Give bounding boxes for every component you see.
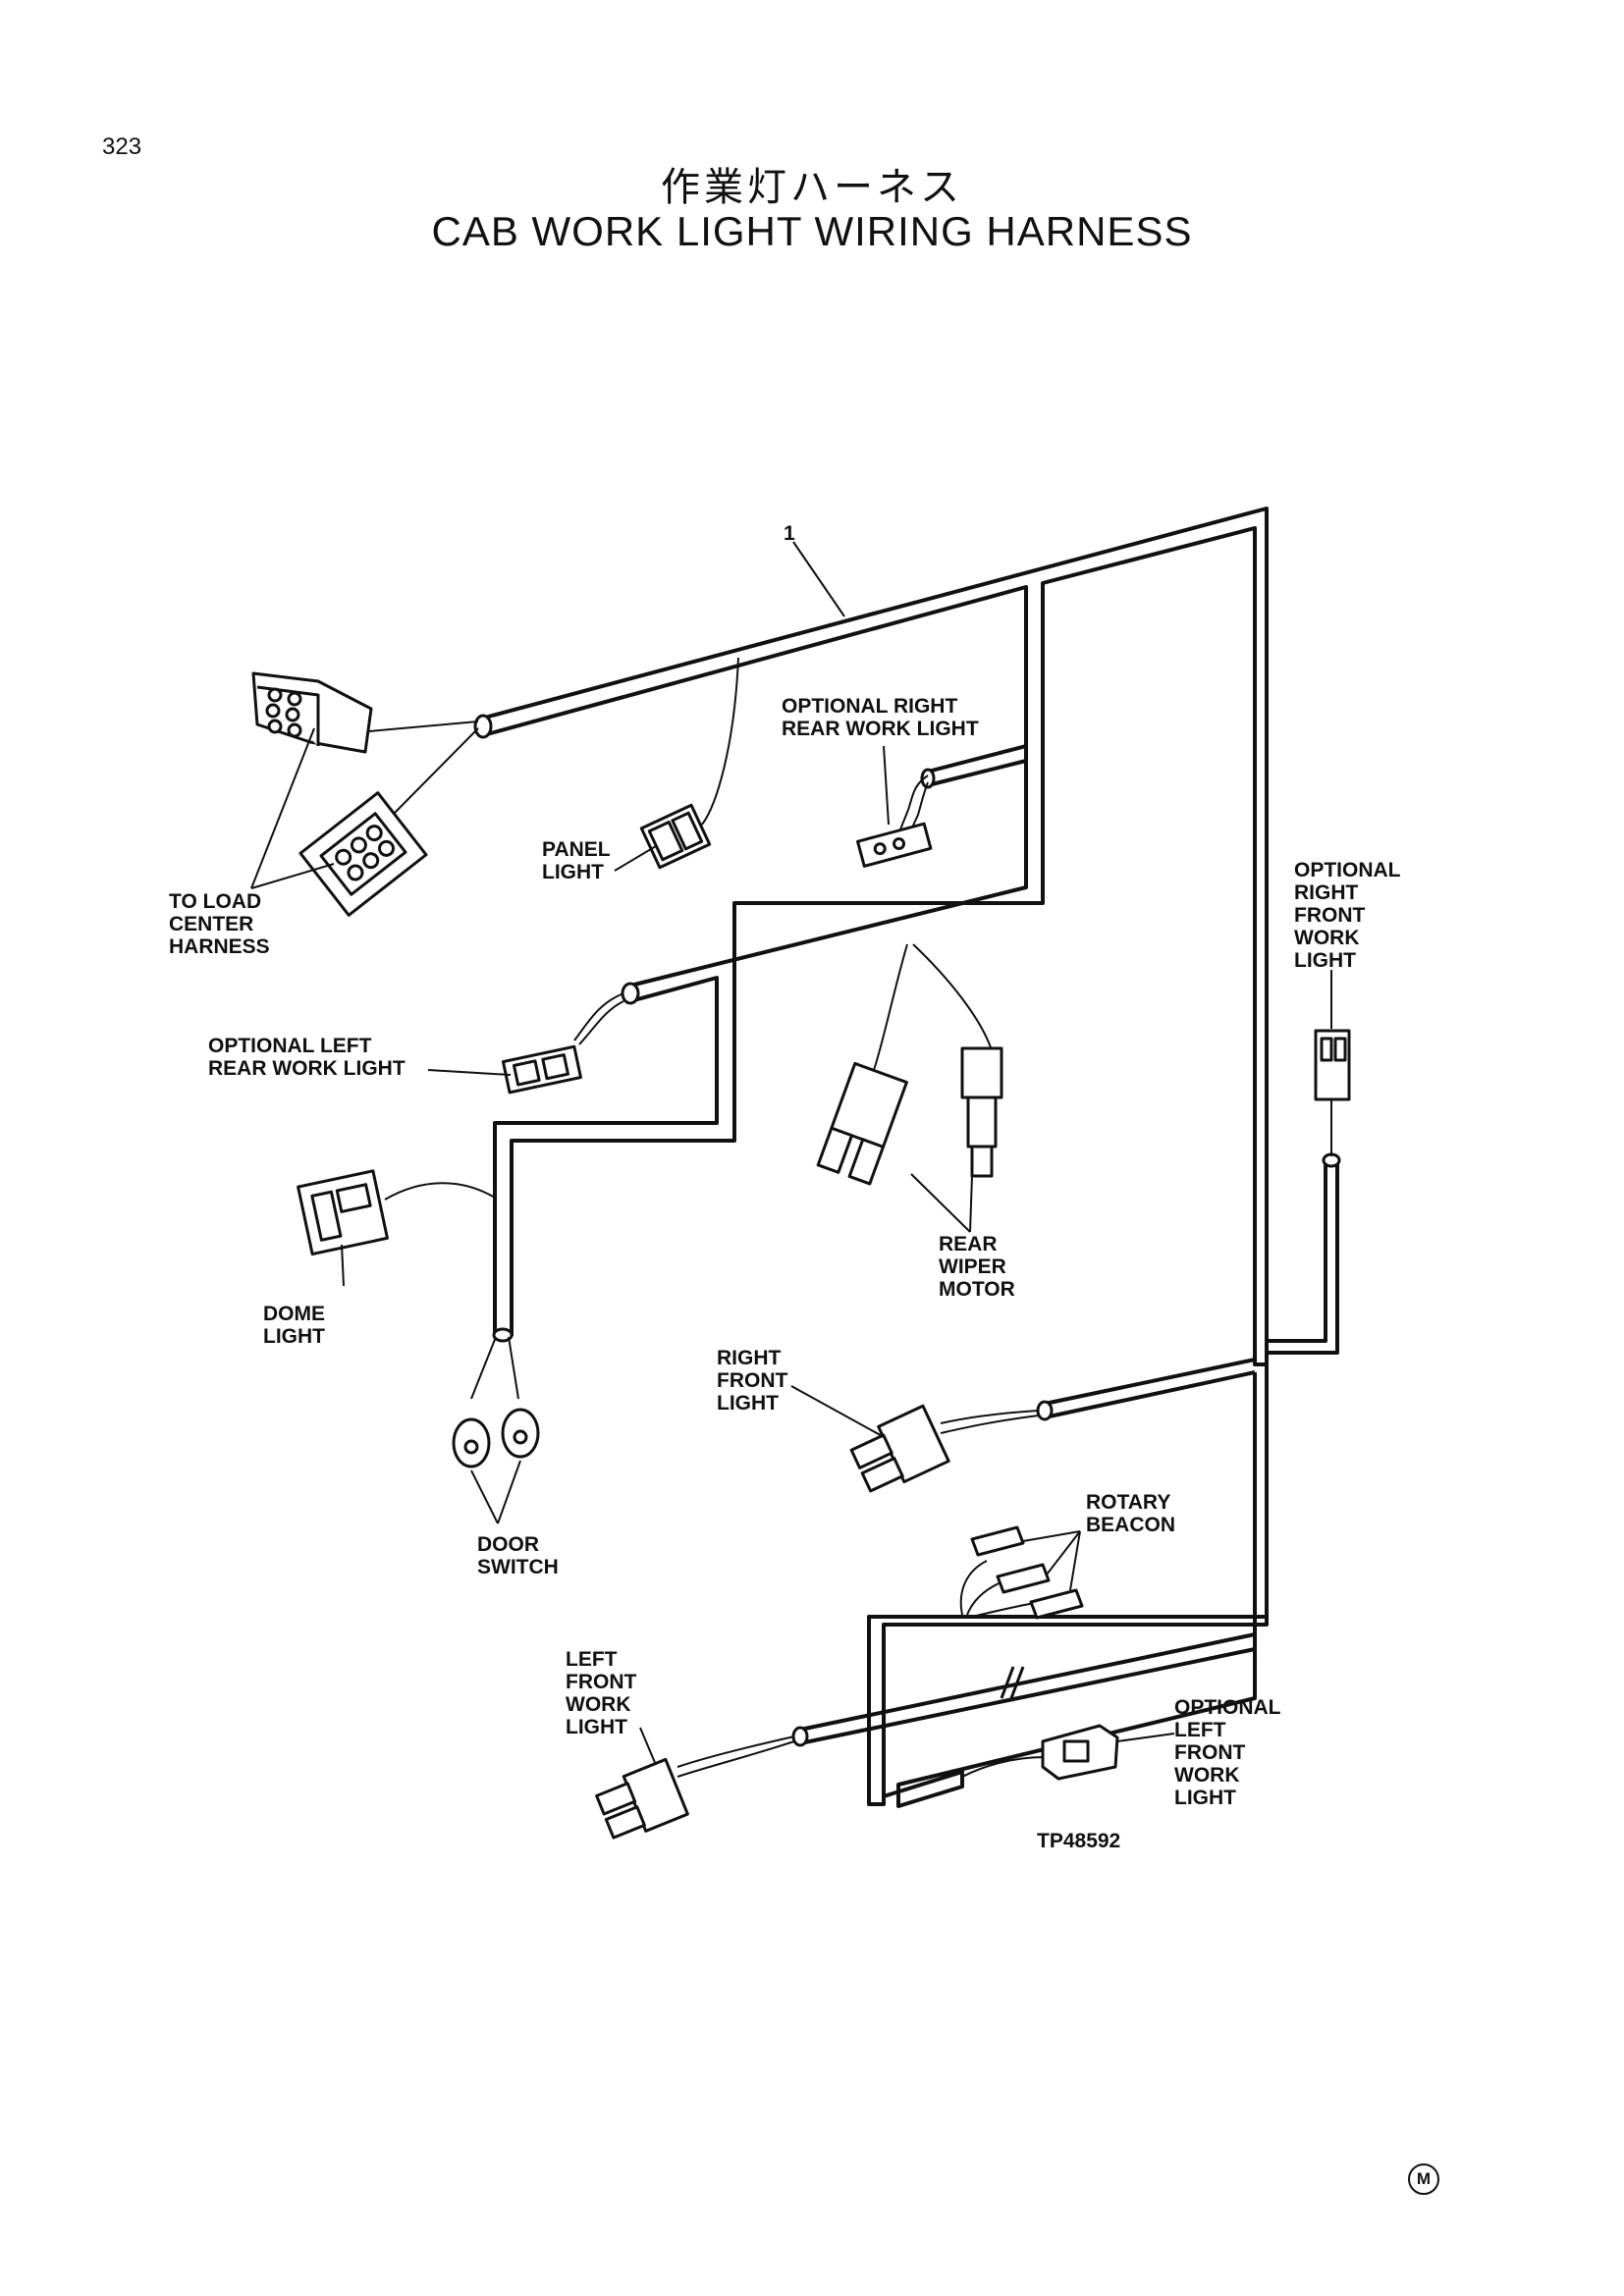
wiper-connector-right bbox=[960, 1046, 1003, 1178]
rf-work-label-3: FRONT bbox=[1294, 904, 1365, 927]
lf-work-label-3: WORK bbox=[566, 1693, 631, 1716]
beacon-label-1: ROTARY bbox=[1086, 1491, 1170, 1514]
right-front-light-connector bbox=[849, 1404, 950, 1493]
dome-light-label-1: DOME bbox=[263, 1303, 325, 1325]
wiper-connector-left bbox=[816, 1061, 908, 1186]
right-front-work-connector bbox=[1314, 1029, 1351, 1101]
rf-light-label-2: FRONT bbox=[717, 1369, 787, 1392]
olf-work-label-5: LIGHT bbox=[1174, 1787, 1236, 1809]
load-center-label-1: TO LOAD bbox=[169, 890, 261, 913]
harness-sleeves bbox=[473, 714, 1341, 1747]
lf-work-label-1: LEFT bbox=[566, 1648, 618, 1671]
rf-work-label-1: OPTIONAL bbox=[1294, 859, 1401, 881]
dome-light-connector bbox=[297, 1169, 389, 1256]
load-center-plug-1 bbox=[251, 671, 373, 754]
rf-work-label-4: WORK bbox=[1294, 927, 1360, 949]
rf-light-label-3: LIGHT bbox=[717, 1392, 779, 1415]
wiper-label-2: WIPER bbox=[939, 1255, 1006, 1278]
dome-light-label-2: LIGHT bbox=[263, 1325, 325, 1348]
leader-lines bbox=[250, 541, 1332, 1766]
olf-work-label-4: WORK bbox=[1174, 1764, 1240, 1787]
panel-light-label-2: LIGHT bbox=[542, 861, 604, 883]
wiper-label-1: REAR bbox=[939, 1233, 998, 1255]
door-switch-label-2: SWITCH bbox=[477, 1556, 559, 1578]
right-rear-label-1: OPTIONAL RIGHT bbox=[782, 695, 957, 718]
rf-work-label-5: LIGHT bbox=[1294, 949, 1356, 972]
panel-light-connector bbox=[639, 803, 712, 870]
load-center-plug-2 bbox=[298, 791, 428, 917]
m-symbol-icon: M bbox=[1408, 2163, 1439, 2195]
door-switch-label-1: DOOR bbox=[477, 1533, 539, 1556]
left-rear-label-2: REAR WORK LIGHT bbox=[208, 1057, 406, 1080]
panel-light-label-1: PANEL bbox=[542, 838, 611, 861]
right-rear-connector bbox=[856, 822, 933, 868]
left-front-work-connector bbox=[595, 1757, 689, 1840]
page-number: 323 bbox=[102, 133, 142, 160]
rotary-beacon-terminals bbox=[970, 1525, 1084, 1620]
left-rear-label-1: OPTIONAL LEFT bbox=[208, 1035, 372, 1057]
wiper-label-3: MOTOR bbox=[939, 1278, 1015, 1301]
connectors bbox=[251, 671, 1351, 1840]
beacon-label-2: BEACON bbox=[1086, 1514, 1175, 1536]
left-rear-connector bbox=[501, 1044, 582, 1095]
rf-work-label-2: RIGHT bbox=[1294, 881, 1359, 904]
right-rear-label-2: REAR WORK LIGHT bbox=[782, 718, 979, 740]
break-mark bbox=[1000, 1666, 1025, 1699]
olf-work-label-2: LEFT bbox=[1174, 1719, 1226, 1741]
olf-work-label-3: FRONT bbox=[1174, 1741, 1245, 1764]
title-japanese: 作業灯ハーネス bbox=[661, 165, 963, 210]
rf-light-label-1: RIGHT bbox=[717, 1347, 782, 1369]
load-center-label-3: HARNESS bbox=[169, 935, 270, 958]
item-number-label: 1 bbox=[784, 522, 795, 545]
optional-left-front-connector bbox=[1041, 1724, 1119, 1781]
figure-id-label: TP48592 bbox=[1037, 1830, 1120, 1852]
olf-work-label-1: OPTIONAL bbox=[1174, 1696, 1281, 1719]
door-switch-terminals bbox=[452, 1408, 540, 1468]
lf-work-label-2: FRONT bbox=[566, 1671, 636, 1693]
lf-work-label-4: LIGHT bbox=[566, 1716, 627, 1738]
load-center-label-2: CENTER bbox=[169, 913, 253, 935]
diagram-labels: 1 TO LOAD CENTER HARNESS PANEL LIGHT OPT… bbox=[169, 522, 1401, 1852]
title-english: CAB WORK LIGHT WIRING HARNESS bbox=[431, 208, 1193, 254]
pigtail-wires bbox=[368, 657, 1332, 1778]
